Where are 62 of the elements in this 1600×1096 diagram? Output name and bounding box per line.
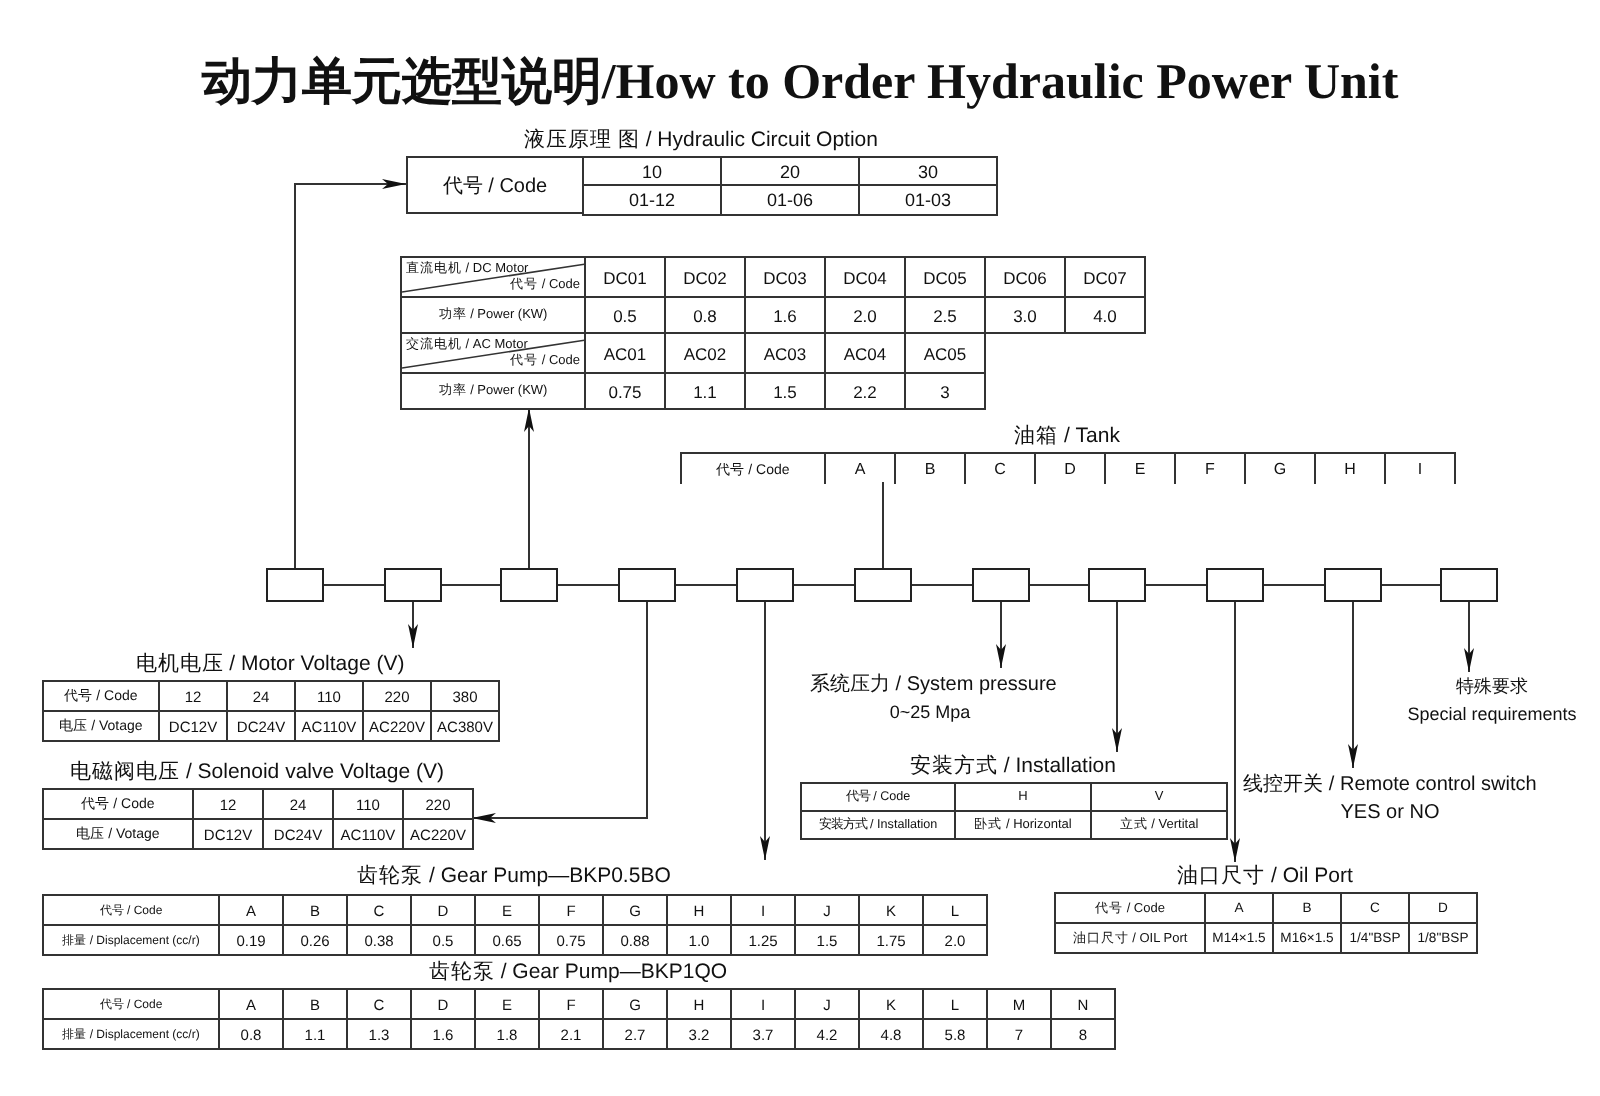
table-cell: 01-03	[858, 184, 998, 216]
code-box	[618, 568, 676, 602]
arrow	[294, 179, 407, 569]
option-table	[42, 958, 1114, 1048]
option-table	[42, 758, 472, 848]
table-heading: 电机电压 / Motor Voltage (V)	[133, 650, 407, 680]
option-table	[42, 648, 498, 740]
code-box	[854, 568, 912, 602]
table-cell: DC07	[1064, 256, 1146, 298]
arrow	[1348, 601, 1358, 769]
arrow	[471, 601, 648, 823]
connector-line	[441, 584, 501, 586]
connector-line	[323, 584, 385, 586]
code-box	[500, 568, 558, 602]
arrow	[996, 601, 1006, 669]
option-heading: 线控开关 / Remote control switch	[1241, 771, 1539, 798]
table-heading: 安装方式 / Installation	[908, 752, 1118, 782]
option-table	[800, 752, 1226, 838]
table-heading: 齿轮泵 / Gear Pump—BKP0.5BO	[355, 862, 673, 892]
connector-line	[1263, 584, 1325, 586]
code-box	[972, 568, 1030, 602]
connector-line	[1029, 584, 1089, 586]
code-box	[266, 568, 324, 602]
arrow	[760, 601, 770, 861]
connector-line	[557, 584, 619, 586]
option-value: Special requirements	[1405, 704, 1579, 724]
arrow	[524, 407, 534, 569]
table-heading: 油口尺寸 / Oil Port	[1175, 862, 1355, 892]
option-table	[680, 422, 1454, 482]
table-cell: 3	[904, 372, 986, 410]
connector-line	[675, 584, 737, 586]
option-table	[400, 256, 1144, 408]
diagram-title: 动力单元选型说明/How to Order Hydraulic Power Unit	[199, 53, 1401, 114]
table-cell: 代号 / Code	[406, 156, 584, 214]
option-table	[1054, 862, 1476, 952]
table-cell: I	[1384, 452, 1456, 484]
connector-line	[911, 584, 973, 586]
table-heading: 油箱 / Tank	[1012, 422, 1122, 452]
connector-line	[793, 584, 855, 586]
option-value: 0~25 Mpa	[887, 702, 973, 722]
code-box	[1324, 568, 1382, 602]
code-box	[384, 568, 442, 602]
table-heading: 齿轮泵 / Gear Pump—BKP1QO	[426, 958, 730, 988]
code-box	[1206, 568, 1264, 602]
arrow	[1112, 601, 1122, 753]
connector-line	[882, 481, 884, 569]
option-value: YES or NO	[1338, 802, 1442, 824]
connector-line	[1381, 584, 1441, 586]
table-cell: 4.0	[1064, 296, 1146, 334]
connector-line	[1145, 584, 1207, 586]
option-table	[42, 860, 986, 954]
arrow	[1230, 601, 1240, 863]
table-heading: 液压原理 图 / Hydraulic Circuit Option	[522, 126, 880, 156]
code-box	[736, 568, 794, 602]
option-table	[406, 124, 996, 214]
arrow	[1464, 601, 1474, 673]
code-box	[1440, 568, 1498, 602]
arrow	[408, 601, 418, 649]
table-cell: 30	[858, 156, 998, 186]
code-box	[1088, 568, 1146, 602]
option-heading: 特殊要求	[1454, 674, 1530, 700]
table-heading: 电磁阀电压 / Solenoid valve Voltage (V)	[68, 758, 446, 788]
